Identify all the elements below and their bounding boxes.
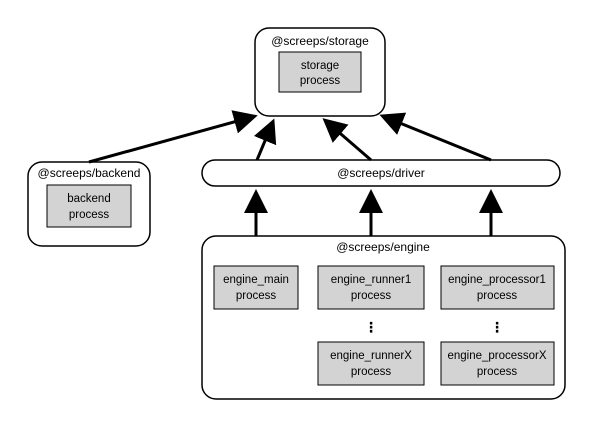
- engine-main-line1: engine_main: [223, 274, 289, 286]
- engine-processor1-line1: engine_processor1: [448, 274, 546, 286]
- backend-process-box: backend process: [46, 184, 132, 228]
- processor-ellipsis: ⋮: [490, 319, 504, 335]
- backend-package: @screeps/backend backend process: [27, 161, 151, 247]
- storage-process-box: storage process: [278, 51, 362, 93]
- engine-runner1-line1: engine_runner1: [331, 274, 412, 286]
- engine-main-line2: process: [236, 290, 277, 302]
- engine-runnerX-process-box: engine_runnerX process: [317, 341, 425, 386]
- runner-ellipsis: ⋮: [364, 319, 378, 335]
- backend-process-line1: backend: [67, 193, 110, 205]
- backend-process-line2: process: [69, 209, 110, 221]
- engine-processorX-line2: process: [477, 366, 518, 378]
- arrow-driver-center-to-storage: [322, 118, 372, 162]
- driver-package-label: @screeps/driver: [337, 166, 425, 180]
- to-storage-arrows: [88, 110, 492, 164]
- arrow-driver-right-to-storage: [379, 112, 492, 162]
- engine-processorX-line1: engine_processorX: [447, 350, 546, 362]
- engine-package: @screeps/engine engine_main process engi…: [201, 235, 566, 400]
- driver-package: @screeps/driver: [201, 159, 561, 187]
- engine-processor1-process-box: engine_processor1 process: [440, 265, 555, 310]
- engine-runner1-process-box: engine_runner1 process: [317, 265, 425, 310]
- engine-main-process-box: engine_main process: [213, 265, 299, 310]
- storage-package: @screeps/storage storage process: [254, 27, 386, 117]
- backend-package-label: @screeps/backend: [38, 166, 141, 180]
- engine-runnerX-line2: process: [351, 366, 392, 378]
- engine-to-driver-arrows: [244, 189, 503, 236]
- arrow-backend-to-storage: [88, 110, 258, 164]
- storage-process-line1: storage: [301, 60, 339, 72]
- engine-processorX-process-box: engine_processorX process: [440, 341, 555, 386]
- engine-runnerX-line1: engine_runnerX: [330, 350, 412, 362]
- engine-processor1-line2: process: [477, 290, 518, 302]
- engine-package-label: @screeps/engine: [336, 240, 430, 254]
- storage-process-line2: process: [300, 75, 341, 87]
- storage-package-label: @screeps/storage: [271, 34, 369, 48]
- engine-runner1-line2: process: [351, 290, 392, 302]
- arrow-driver-left-to-storage: [254, 118, 277, 161]
